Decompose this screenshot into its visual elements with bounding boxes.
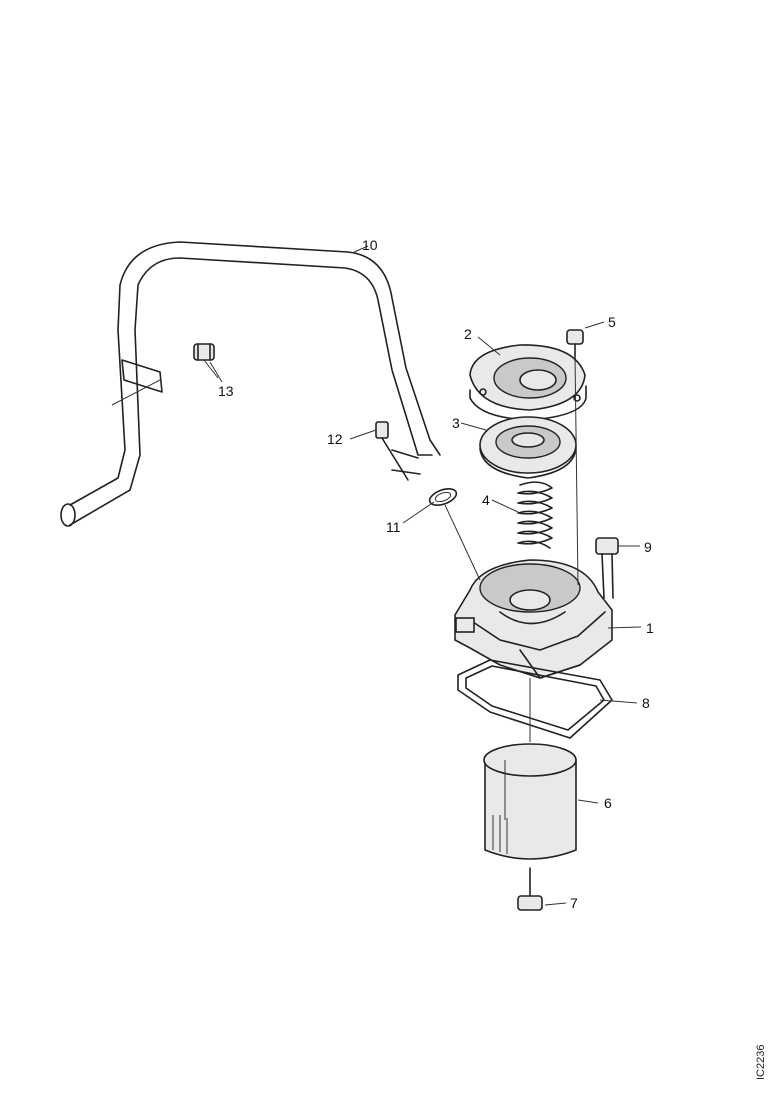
callout-2: 2: [464, 326, 472, 342]
part-5-screw: [566, 329, 584, 361]
part-13-bolt: [193, 343, 219, 379]
callout-6: 6: [604, 795, 612, 811]
callout-12: 12: [327, 431, 343, 447]
part-3-diaphragm: [479, 416, 577, 479]
callout-13: 13: [218, 383, 234, 399]
part-1-housing: [454, 559, 613, 679]
part-8-gasket: [457, 659, 613, 739]
callout-10: 10: [362, 237, 378, 253]
callout-9: 9: [644, 539, 652, 555]
callout-1: 1: [646, 620, 654, 636]
part-2-cover: [469, 344, 587, 421]
callout-4: 4: [482, 492, 490, 508]
callout-11: 11: [386, 519, 401, 535]
leader-lines: [209, 245, 642, 906]
assembly-lines: [444, 354, 579, 742]
callout-3: 3: [452, 415, 460, 431]
part-4-spring: [517, 481, 553, 549]
part-6-filter: [483, 743, 577, 860]
part-11-o-ring: [428, 488, 458, 506]
part-7-drain-plug: [517, 867, 543, 911]
callouts: 1 2 3 4 5 6 7 8 9 10 11 12 13: [218, 237, 654, 911]
part-9-bolt: [595, 537, 619, 599]
part-12-screw: [375, 421, 421, 481]
part-10-tube: [60, 241, 441, 527]
callout-8: 8: [642, 695, 650, 711]
callout-7: 7: [570, 895, 578, 911]
callout-5: 5: [608, 314, 616, 330]
drawing-reference-number: IC2236: [755, 1045, 767, 1080]
